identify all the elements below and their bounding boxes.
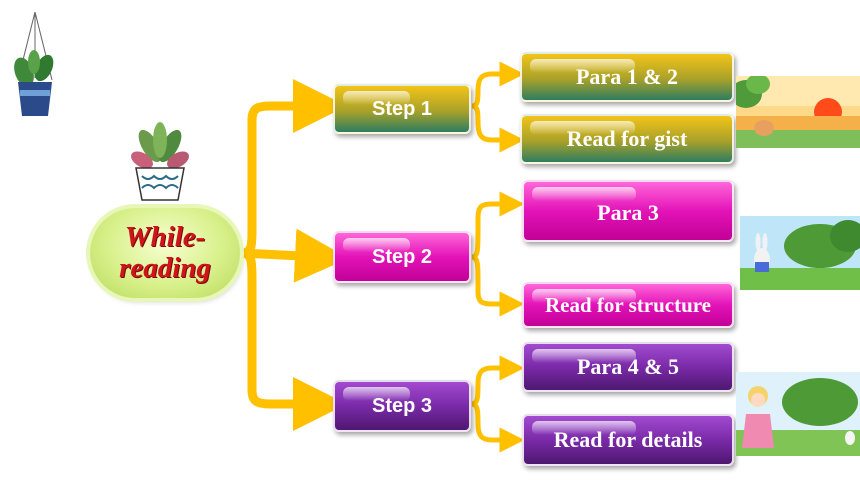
step-3-read-box: Read for details <box>522 414 734 466</box>
hanging-plant-icon <box>14 11 54 116</box>
step-2-read-label: Read for structure <box>544 292 712 317</box>
step-3-label: Step 3 <box>371 394 433 417</box>
arrow-step3-para <box>471 355 525 407</box>
rabbit-scene-image <box>740 216 860 290</box>
step-3-read-label: Read for details <box>553 427 703 452</box>
step-2-para-label: Para 3 <box>597 200 659 225</box>
step-1-para-box: Para 1 & 2 <box>520 52 734 102</box>
step-3-box: Step 3 <box>333 380 471 432</box>
step-1-read-box: Read for gist <box>520 114 734 164</box>
step-2-label: Step 2 <box>371 245 433 268</box>
arrow-step2-read <box>471 254 525 317</box>
while-reading-label: While- reading <box>119 221 211 284</box>
step-3-para-label: Para 4 & 5 <box>576 354 680 379</box>
step-2-para-box: Para 3 <box>522 180 734 242</box>
step-3-para-box: Para 4 & 5 <box>522 342 734 392</box>
potted-succulent-icon <box>131 122 189 201</box>
while-reading-node: While- reading <box>90 208 240 298</box>
arrow-step1-read <box>471 103 525 153</box>
arrow-step1-para <box>471 61 525 109</box>
step-2-read-box: Read for structure <box>522 282 734 328</box>
arrow-to-step3 <box>241 248 347 431</box>
sunset-scene-image <box>736 76 860 148</box>
arrow-to-step1 <box>241 79 347 258</box>
arrow-to-step2 <box>241 228 349 283</box>
step-2-box: Step 2 <box>333 231 471 283</box>
girl-scene-image <box>736 372 860 456</box>
arrow-step2-para <box>471 191 525 260</box>
step-1-label: Step 1 <box>371 97 433 120</box>
step-1-box: Step 1 <box>333 84 471 134</box>
step-1-read-label: Read for gist <box>566 126 688 151</box>
arrow-step3-read <box>471 401 525 453</box>
step-1-para-label: Para 1 & 2 <box>575 64 679 89</box>
